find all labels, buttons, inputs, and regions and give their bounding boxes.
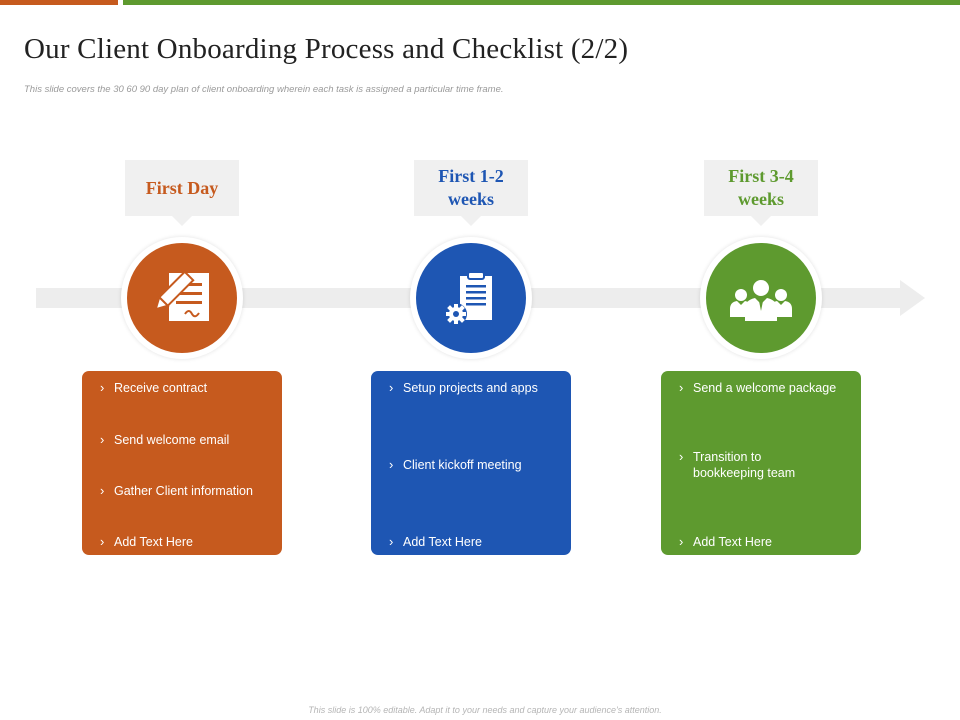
page-subtitle: This slide covers the 30 60 90 day plan … <box>24 84 504 95</box>
clipboard-gear-icon <box>445 271 492 325</box>
list-item-text: Client kickoff meeting <box>403 458 522 472</box>
list-item: › Add Text Here <box>679 534 853 550</box>
list-item-text: Add Text Here <box>403 535 482 549</box>
list-item-text: Gather Client information <box>114 484 253 498</box>
list-item: › Add Text Here <box>100 534 274 550</box>
timeline-arrow-head <box>900 280 925 316</box>
stage-icon-circle-green <box>706 243 816 353</box>
list-item-text: Add Text Here <box>693 535 772 549</box>
stage-card-first-1-2-weeks: › Setup projects and apps › Client kicko… <box>371 371 571 555</box>
list-item: › Send welcome email <box>100 432 274 448</box>
stage-card-first-day: › Receive contract › Send welcome email … <box>82 371 282 555</box>
list-item: › Gather Client information <box>100 483 274 499</box>
checklist: › Receive contract › Send welcome email … <box>100 371 274 555</box>
stage-icon-circle-blue <box>416 243 526 353</box>
team-people-icon <box>730 280 792 321</box>
bullet-chevron: › <box>100 380 105 395</box>
contract-signing-icon <box>154 270 209 321</box>
stage-icon-ring <box>121 237 243 359</box>
list-item: › Add Text Here <box>389 534 563 550</box>
stage-icon-ring <box>410 237 532 359</box>
bullet-chevron: › <box>679 534 684 549</box>
list-item: › Send a welcome package <box>679 380 853 396</box>
stage-card-first-3-4-weeks: › Send a welcome package › Transition to… <box>661 371 861 555</box>
list-item: › Client kickoff meeting <box>389 457 563 473</box>
bullet-chevron: › <box>679 449 684 464</box>
list-item-text: Send welcome email <box>114 433 230 447</box>
stage-callout-first-3-4-weeks: First 3-4 weeks <box>704 160 818 226</box>
checklist: › Send a welcome package › Transition to… <box>679 371 853 555</box>
top-accent-bar-orange <box>0 0 118 5</box>
bullet-chevron: › <box>389 380 394 395</box>
stage-icon-circle-orange <box>127 243 237 353</box>
list-item-text: Send a welcome package <box>693 381 837 395</box>
list-item: › Setup projects and apps <box>389 380 563 396</box>
page-title: Our Client Onboarding Process and Checkl… <box>24 33 629 65</box>
top-accent-bar-green <box>123 0 960 5</box>
list-item-text: Receive contract <box>114 381 208 395</box>
stage-label: First 1-2 weeks <box>438 166 504 209</box>
bullet-chevron: › <box>389 457 394 472</box>
list-item-text: Add Text Here <box>114 535 193 549</box>
list-item: › Transition to bookkeeping team <box>679 449 853 481</box>
bullet-chevron: › <box>389 534 394 549</box>
bullet-chevron: › <box>100 483 105 498</box>
stage-label: First 3-4 weeks <box>728 166 794 209</box>
stage-label: First Day <box>145 177 219 198</box>
checklist: › Setup projects and apps › Client kicko… <box>389 371 563 555</box>
list-item-text: Transition to bookkeeping team <box>693 450 796 480</box>
bullet-chevron: › <box>100 534 105 549</box>
stage-icon-ring <box>700 237 822 359</box>
stage-callout-first-1-2-weeks: First 1-2 weeks <box>414 160 528 226</box>
list-item: › Receive contract <box>100 380 274 396</box>
bullet-chevron: › <box>100 432 105 447</box>
list-item-text: Setup projects and apps <box>403 381 538 395</box>
stage-callout-first-day: First Day <box>125 160 239 226</box>
footer-note: This slide is 100% editable. Adapt it to… <box>308 705 662 715</box>
bullet-chevron: › <box>679 380 684 395</box>
